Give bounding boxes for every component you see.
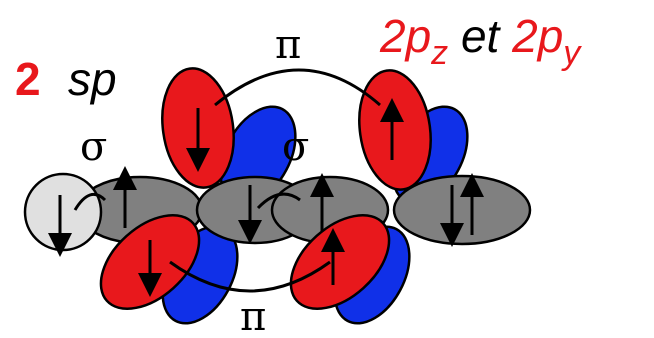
label-p-orbitals: 2pz et 2py	[379, 10, 582, 72]
pi-bond-arc-top	[215, 70, 380, 105]
s-orbital-hydrogen	[25, 174, 101, 250]
label-sp-text: sp	[68, 53, 117, 105]
label-sigma-left: σ	[80, 124, 107, 170]
label-sp-number: 2	[15, 53, 41, 105]
label-pi-top: π	[275, 22, 301, 68]
label-pi-bottom: π	[240, 294, 266, 338]
label-sigma-right: σ	[282, 124, 309, 170]
